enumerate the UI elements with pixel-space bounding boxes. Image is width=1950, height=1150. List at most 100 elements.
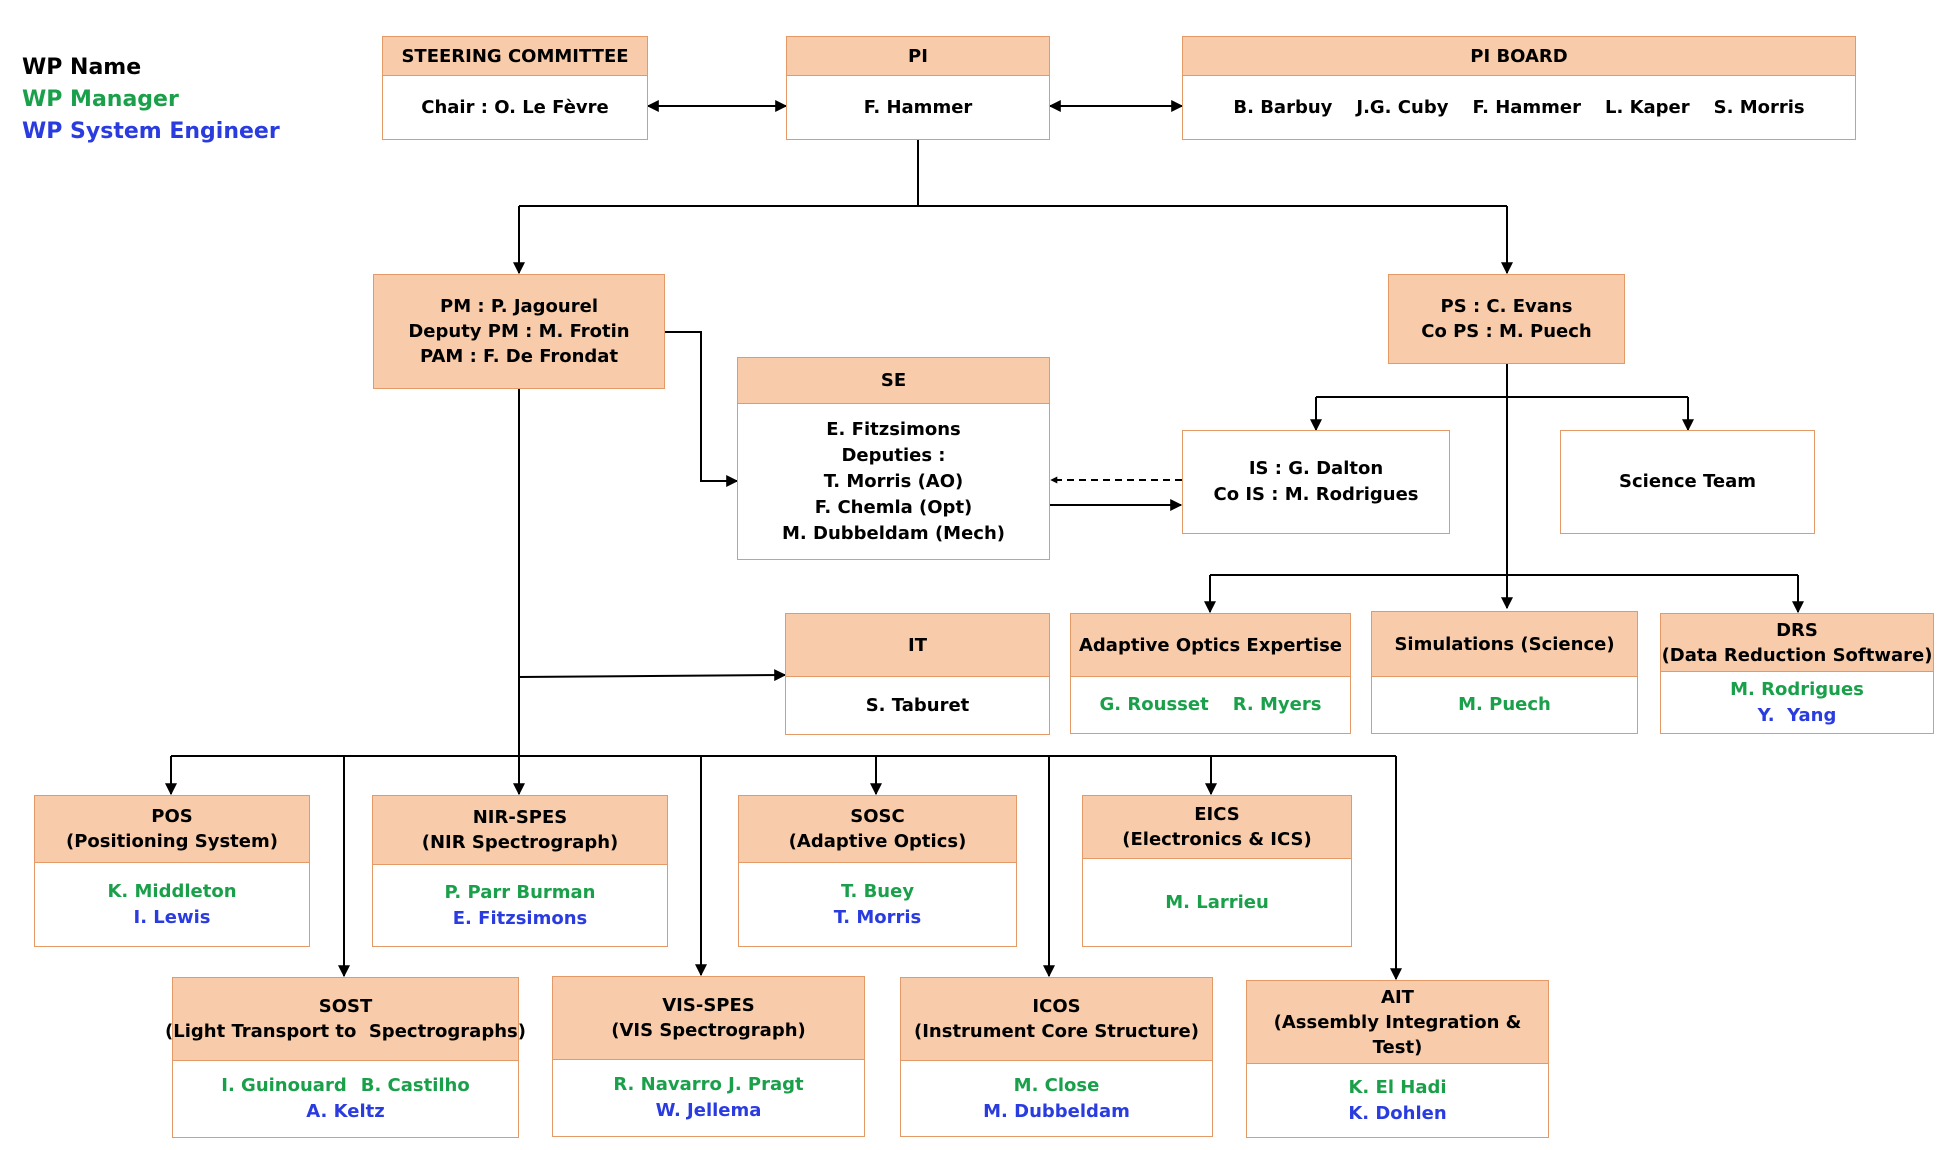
pam-line: PAM : F. De Frondat: [419, 346, 619, 367]
icos-header: ICOS (Instrument Core Structure): [901, 978, 1212, 1061]
ao-expertise-box: Adaptive Optics Expertise G. Rousset R. …: [1070, 613, 1351, 734]
pi-board-member: J.G. Cuby: [1356, 96, 1449, 118]
pi-box: PI F. Hammer: [786, 36, 1050, 140]
co-is-line: Co IS : M. Rodrigues: [1213, 484, 1419, 505]
se-line: Deputies :: [841, 444, 946, 466]
pm-line: PM : P. Jagourel: [440, 296, 598, 317]
pm-box: PM : P. Jagourel Deputy PM : M. Frotin P…: [373, 274, 665, 389]
science-team-box: Science Team: [1560, 430, 1815, 534]
ait-engineer: K. Dohlen: [1348, 1102, 1447, 1124]
pi-board-title: PI BOARD: [1183, 37, 1855, 76]
pi-title: PI: [787, 37, 1049, 76]
simulations-manager: M. Puech: [1458, 694, 1551, 715]
it-name: S. Taburet: [865, 694, 970, 716]
eics-header: EICS (Electronics & ICS): [1083, 796, 1351, 859]
pos-subtitle: (Positioning System): [66, 831, 278, 852]
ait-box: AIT (Assembly Integration & Test) K. El …: [1246, 980, 1549, 1138]
ao-expertise-manager: G. Rousset: [1099, 694, 1209, 715]
icos-manager: M. Close: [1013, 1074, 1100, 1096]
steering-committee-title: STEERING COMMITTEE: [383, 37, 647, 76]
steering-committee-box: STEERING COMMITTEE Chair : O. Le Fèvre: [382, 36, 648, 140]
ps-box: PS : C. Evans Co PS : M. Puech: [1388, 274, 1625, 364]
pi-name: F. Hammer: [863, 96, 973, 118]
ait-header: AIT (Assembly Integration & Test): [1247, 981, 1548, 1064]
sost-subtitle: (Light Transport to Spectrographs): [165, 1021, 526, 1042]
ao-expertise-manager: R. Myers: [1232, 694, 1322, 715]
icos-box: ICOS (Instrument Core Structure) M. Clos…: [900, 977, 1213, 1137]
drs-title: DRS: [1776, 619, 1818, 641]
sost-engineer: A. Keltz: [306, 1101, 385, 1122]
se-line: T. Morris (AO): [823, 470, 964, 492]
visspes-engineer: W. Jellema: [655, 1100, 762, 1121]
sosc-title: SOSC: [850, 806, 905, 827]
sosc-box: SOSC (Adaptive Optics) T. Buey T. Morris: [738, 795, 1017, 947]
ait-manager: K. El Hadi: [1348, 1076, 1447, 1098]
visspes-subtitle: (VIS Spectrograph): [611, 1020, 806, 1041]
sost-manager: I. Guinouard: [221, 1075, 347, 1096]
nirspes-engineer: E. Fitzsimons: [452, 907, 588, 929]
eics-manager: M. Larrieu: [1165, 891, 1269, 913]
pos-header: POS (Positioning System): [35, 796, 309, 863]
science-team-label: Science Team: [1619, 471, 1756, 492]
se-box: SE E. Fitzsimons Deputies : T. Morris (A…: [737, 357, 1050, 560]
se-line: M. Dubbeldam (Mech): [781, 522, 1006, 544]
se-title: SE: [738, 358, 1049, 404]
ao-expertise-managers: G. Rousset R. Myers: [1100, 692, 1322, 718]
pi-board-member: S. Morris: [1713, 96, 1805, 118]
visspes-manager: R. Navarro J. Pragt: [613, 1074, 804, 1095]
nirspes-box: NIR-SPES (NIR Spectrograph) P. Parr Burm…: [372, 795, 668, 947]
nirspes-title: NIR-SPES: [472, 807, 568, 828]
pos-manager: K. Middleton: [107, 880, 237, 902]
simulations-box: Simulations (Science) M. Puech: [1371, 611, 1638, 734]
pm-header: PM : P. Jagourel Deputy PM : M. Frotin P…: [374, 275, 664, 388]
se-line: F. Chemla (Opt): [814, 496, 973, 518]
legend-wp-manager: WP Manager: [22, 87, 179, 112]
pos-title: POS: [151, 806, 193, 827]
nirspes-manager: P. Parr Burman: [444, 881, 596, 903]
co-ps-line: Co PS : M. Puech: [1421, 321, 1592, 342]
visspes-header: VIS-SPES (VIS Spectrograph): [553, 977, 864, 1060]
icos-title: ICOS: [1032, 996, 1081, 1017]
sost-managers: I. Guinouard B. Castilho: [221, 1073, 470, 1099]
icos-subtitle: (Instrument Core Structure): [914, 1021, 1199, 1042]
eics-box: EICS (Electronics & ICS) M. Larrieu: [1082, 795, 1352, 947]
is-box: IS : G. Dalton Co IS : M. Rodrigues: [1182, 430, 1450, 534]
simulations-title: Simulations (Science): [1372, 612, 1637, 677]
drs-subtitle: (Data Reduction Software): [1661, 644, 1933, 666]
pi-board-member: L. Kaper: [1605, 96, 1690, 118]
eics-title: EICS: [1194, 804, 1240, 825]
pm-to-se-arrow: [665, 331, 739, 487]
se-line: E. Fitzsimons: [826, 418, 961, 440]
legend-wp-name: WP Name: [22, 55, 142, 80]
sosc-subtitle: (Adaptive Optics): [788, 831, 967, 852]
deputy-pm-line: Deputy PM : M. Frotin: [408, 321, 630, 342]
sosc-engineer: T. Morris: [833, 906, 922, 928]
eics-subtitle: (Electronics & ICS): [1122, 829, 1312, 850]
drs-engineer: Y. Yang: [1757, 704, 1837, 726]
sost-box: SOST (Light Transport to Spectrographs) …: [165, 977, 526, 1138]
visspes-box: VIS-SPES (VIS Spectrograph) R. Navarro J…: [552, 976, 865, 1137]
ait-title: AIT: [1381, 986, 1414, 1008]
sost-header: SOST (Light Transport to Spectrographs): [165, 978, 526, 1061]
pi-board-members: B. Barbuy J.G. Cuby F. Hammer L. Kaper S…: [1233, 95, 1804, 121]
nirspes-subtitle: (NIR Spectrograph): [421, 832, 619, 853]
sost-manager: B. Castilho: [360, 1075, 470, 1096]
to-it-arrow: [518, 669, 787, 682]
is-line: IS : G. Dalton: [1248, 458, 1384, 479]
it-title: IT: [786, 614, 1049, 677]
pos-engineer: I. Lewis: [133, 906, 211, 928]
ao-expertise-title: Adaptive Optics Expertise: [1071, 614, 1350, 677]
steering-committee-chair: Chair : O. Le Fèvre: [421, 96, 609, 118]
legend-wp-system-engineer: WP System Engineer: [22, 119, 280, 144]
drs-header: DRS (Data Reduction Software): [1661, 614, 1933, 672]
pi-board-member: B. Barbuy: [1233, 96, 1333, 118]
drs-manager: M. Rodrigues: [1730, 678, 1864, 700]
sosc-header: SOSC (Adaptive Optics): [739, 796, 1016, 863]
it-box: IT S. Taburet: [785, 613, 1050, 735]
ps-header: PS : C. Evans Co PS : M. Puech: [1389, 275, 1624, 363]
pi-board-box: PI BOARD B. Barbuy J.G. Cuby F. Hammer L…: [1182, 36, 1856, 140]
sosc-manager: T. Buey: [840, 880, 915, 902]
drs-box: DRS (Data Reduction Software) M. Rodrigu…: [1660, 613, 1934, 734]
ps-line: PS : C. Evans: [1440, 296, 1573, 317]
